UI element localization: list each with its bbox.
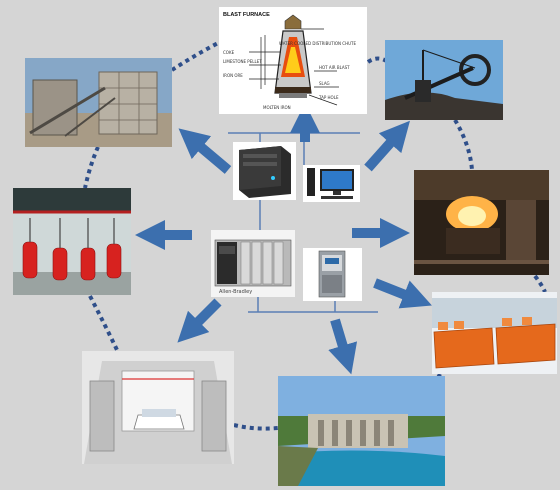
label-slag: SLAG [319, 81, 330, 86]
blast-furnace-title: BLAST FURNACE [223, 12, 270, 18]
ring-segment-booth-dam [233, 423, 279, 431]
gas-cylinders-photo [13, 188, 131, 295]
industrial-pc-photo [233, 142, 296, 200]
label-iron-ore: IRON ORE [223, 73, 243, 78]
steel-furnace-photo [414, 170, 549, 275]
label-limestone: LIMESTONE PELLET [223, 59, 262, 64]
arrow-to-dam [328, 318, 358, 375]
flotation-machines-photo [432, 292, 557, 374]
arrow-to-reclaimer [364, 120, 410, 172]
industrial-plant-photo [25, 58, 172, 147]
ring-segment-steel-flotation [533, 274, 547, 293]
arrow-to-flotation [373, 278, 432, 309]
desktop-computer-photo [303, 165, 360, 202]
ring-segment-cylinders-booth [88, 295, 120, 353]
bucket-wheel-reclaimer-photo [385, 40, 503, 120]
plc-brand-label: Allen-Bradley [219, 289, 252, 295]
arrow-to-paint-booth [177, 298, 222, 343]
label-coke: COKE [223, 50, 235, 55]
arrow-to-plant [178, 128, 232, 174]
ring-segment-reclaimer-steel [453, 118, 474, 171]
label-chute: WATER COOLED DISTRIBUTION CHUTE [279, 41, 356, 46]
label-tap-hole: TAP HOLE [318, 95, 339, 100]
label-hot-air: HOT AIR BLAST [319, 65, 350, 70]
plc-controller-photo: Allen-Bradley [211, 230, 295, 297]
label-molten-iron: MOLTEN IRON [263, 105, 291, 110]
paint-booth-photo [82, 351, 234, 464]
hydroelectric-dam-photo [278, 376, 445, 486]
ring-segment-plant-furnace [170, 40, 221, 72]
variable-frequency-drive-photo [303, 248, 362, 301]
blast-furnace-diagram: BLAST FURNACE WATER COOLED DISTRIBUTION … [219, 7, 367, 114]
ring-segment-plant-cylinders [83, 146, 100, 189]
